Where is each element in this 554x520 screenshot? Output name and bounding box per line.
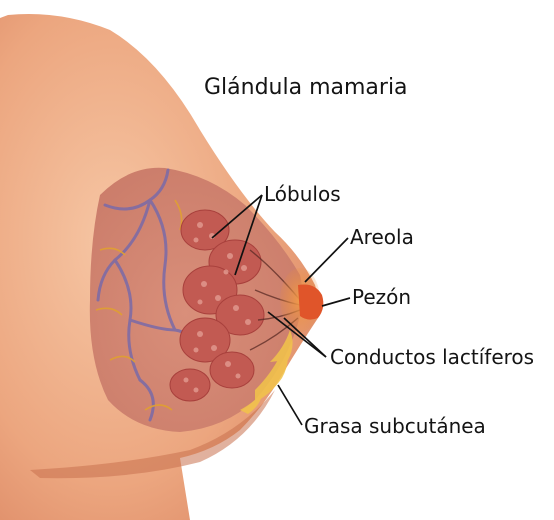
- label-conductos-lactiferos: Conductos lactíferos: [330, 345, 534, 369]
- label-lobulos: Lóbulos: [264, 182, 341, 206]
- leader-areola: [305, 238, 348, 282]
- label-areola: Areola: [350, 225, 414, 249]
- nipple: [298, 284, 323, 319]
- leader-grasa: [278, 385, 302, 425]
- leader-pezon: [322, 298, 350, 306]
- label-pezon: Pezón: [352, 285, 411, 309]
- diagram-title: Glándula mamaria: [204, 75, 408, 100]
- label-grasa-subcutanea: Grasa subcutánea: [304, 414, 486, 438]
